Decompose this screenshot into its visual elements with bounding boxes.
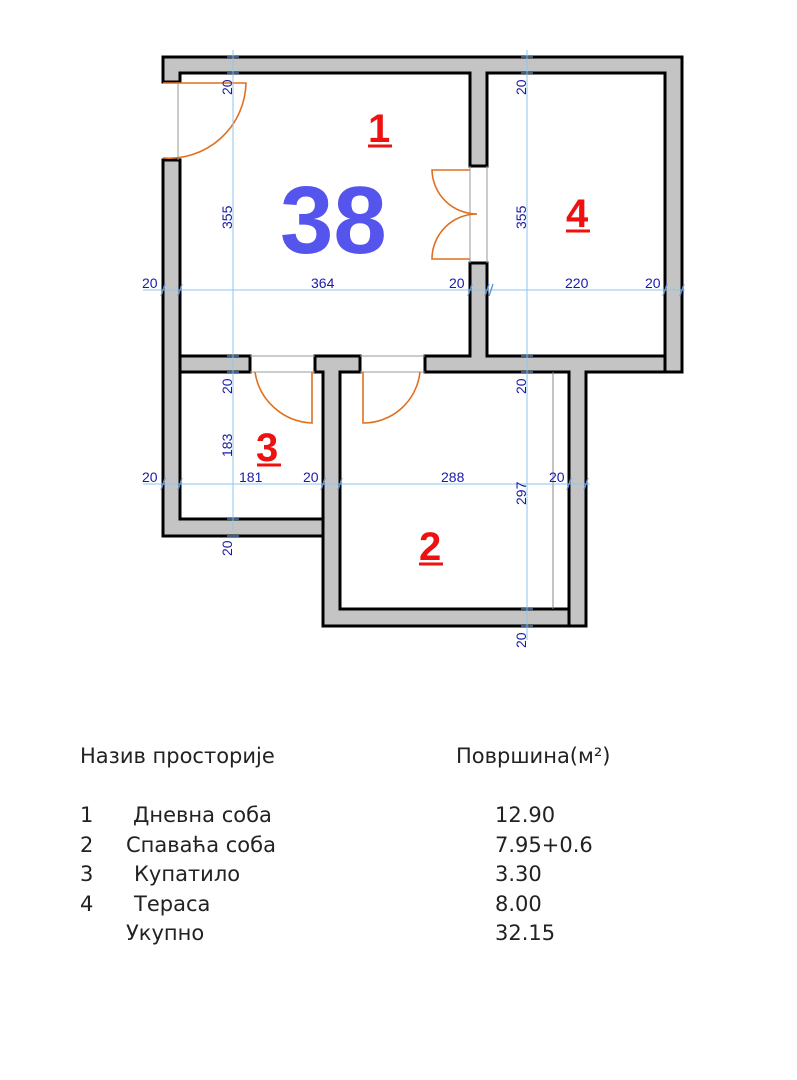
wall-room1-bottom-left [178, 354, 252, 374]
dim-room4-height: 355 [513, 205, 529, 229]
row-area: 32.15 [495, 921, 556, 945]
dim-top-left-wall: 20 [219, 79, 235, 95]
row-name: Дневна соба [133, 803, 272, 827]
dim-room3-top-wall: 20 [219, 378, 235, 394]
dim-room3-left-wall: 20 [142, 469, 158, 485]
room-2-label: 2 [419, 525, 441, 569]
dim-room2-right-wall: 20 [549, 469, 565, 485]
dim-room3-height: 183 [219, 433, 235, 457]
wall-partition-14 [423, 261, 667, 628]
legend-row: 3 Купатило 3.30 [80, 862, 680, 892]
row-area: 8.00 [495, 891, 542, 916]
legend-row: 2 Спаваћа соба 7.95+0.6 [80, 833, 680, 863]
dimension-ticks [160, 56, 685, 627]
dim-top-right-wall: 20 [513, 79, 529, 95]
row-area: 12.90 [495, 803, 556, 827]
room-3-label: 3 [256, 426, 278, 470]
dim-room2-top-wall: 20 [513, 378, 529, 394]
dimension-labels: 20 355 20 364 20 20 355 220 20 20 183 20… [142, 79, 661, 648]
row-number: 2 [80, 832, 94, 857]
dim-room3-bottom-wall: 20 [219, 540, 235, 556]
row-name: Укупно [126, 921, 205, 945]
row-number: 1 [80, 803, 94, 827]
dim-room4-right-wall: 20 [645, 275, 661, 291]
dimension-lines [143, 50, 685, 640]
dim-room2-bottom-wall: 20 [513, 632, 529, 648]
row-name: Тераса [134, 891, 211, 916]
area-badge: 38 [280, 167, 387, 274]
room-labels: 1 2 3 4 [256, 107, 590, 569]
row-name: Спаваћа соба [126, 832, 276, 857]
dim-room4-width: 220 [565, 275, 589, 291]
legend-header-area: Површина(м²) [456, 744, 611, 768]
bedroom-door-icon [362, 371, 421, 424]
wall-top-band [161, 55, 684, 374]
row-area: 7.95+0.6 [495, 832, 593, 857]
wall-t-piece [313, 354, 571, 628]
dim-room1-width: 364 [311, 275, 335, 291]
room-1-label: 1 [368, 107, 390, 151]
dim-room2-width: 288 [441, 469, 465, 485]
dim-room2-height: 297 [513, 481, 529, 505]
row-number: 3 [80, 862, 94, 886]
floor-plan: 20 355 20 364 20 20 355 220 20 20 183 20… [142, 50, 685, 648]
legend-row: 4 Тераса 8.00 [80, 892, 680, 922]
double-door-icon [431, 169, 478, 260]
legend-row-total: Укупно 32.15 [80, 921, 680, 951]
row-name: Купатило [134, 862, 241, 886]
dim-room1-left-wall: 20 [142, 275, 158, 291]
doors [162, 82, 478, 424]
dim-room3-width: 181 [239, 469, 263, 485]
legend-header-name: Назив просторије [80, 744, 275, 768]
legend-header: Назив просторије Површина(м²) [80, 744, 680, 774]
row-number: 4 [80, 891, 94, 916]
room-area-legend: Назив просторије Површина(м²) 1 Дневна с… [80, 744, 680, 945]
legend-rows: 1 Дневна соба 12.90 2 Спаваћа соба 7.95+… [80, 803, 680, 951]
legend-row: 1 Дневна соба 12.90 [80, 803, 680, 833]
dim-room1-height: 355 [219, 205, 235, 229]
row-area: 3.30 [495, 862, 542, 886]
dim-room1-right-wall: 20 [449, 275, 465, 291]
dim-room3-right-wall: 20 [303, 469, 319, 485]
bathroom-door-icon [254, 371, 313, 424]
entrance-door-icon [162, 82, 247, 160]
room-4-label: 4 [566, 192, 589, 236]
